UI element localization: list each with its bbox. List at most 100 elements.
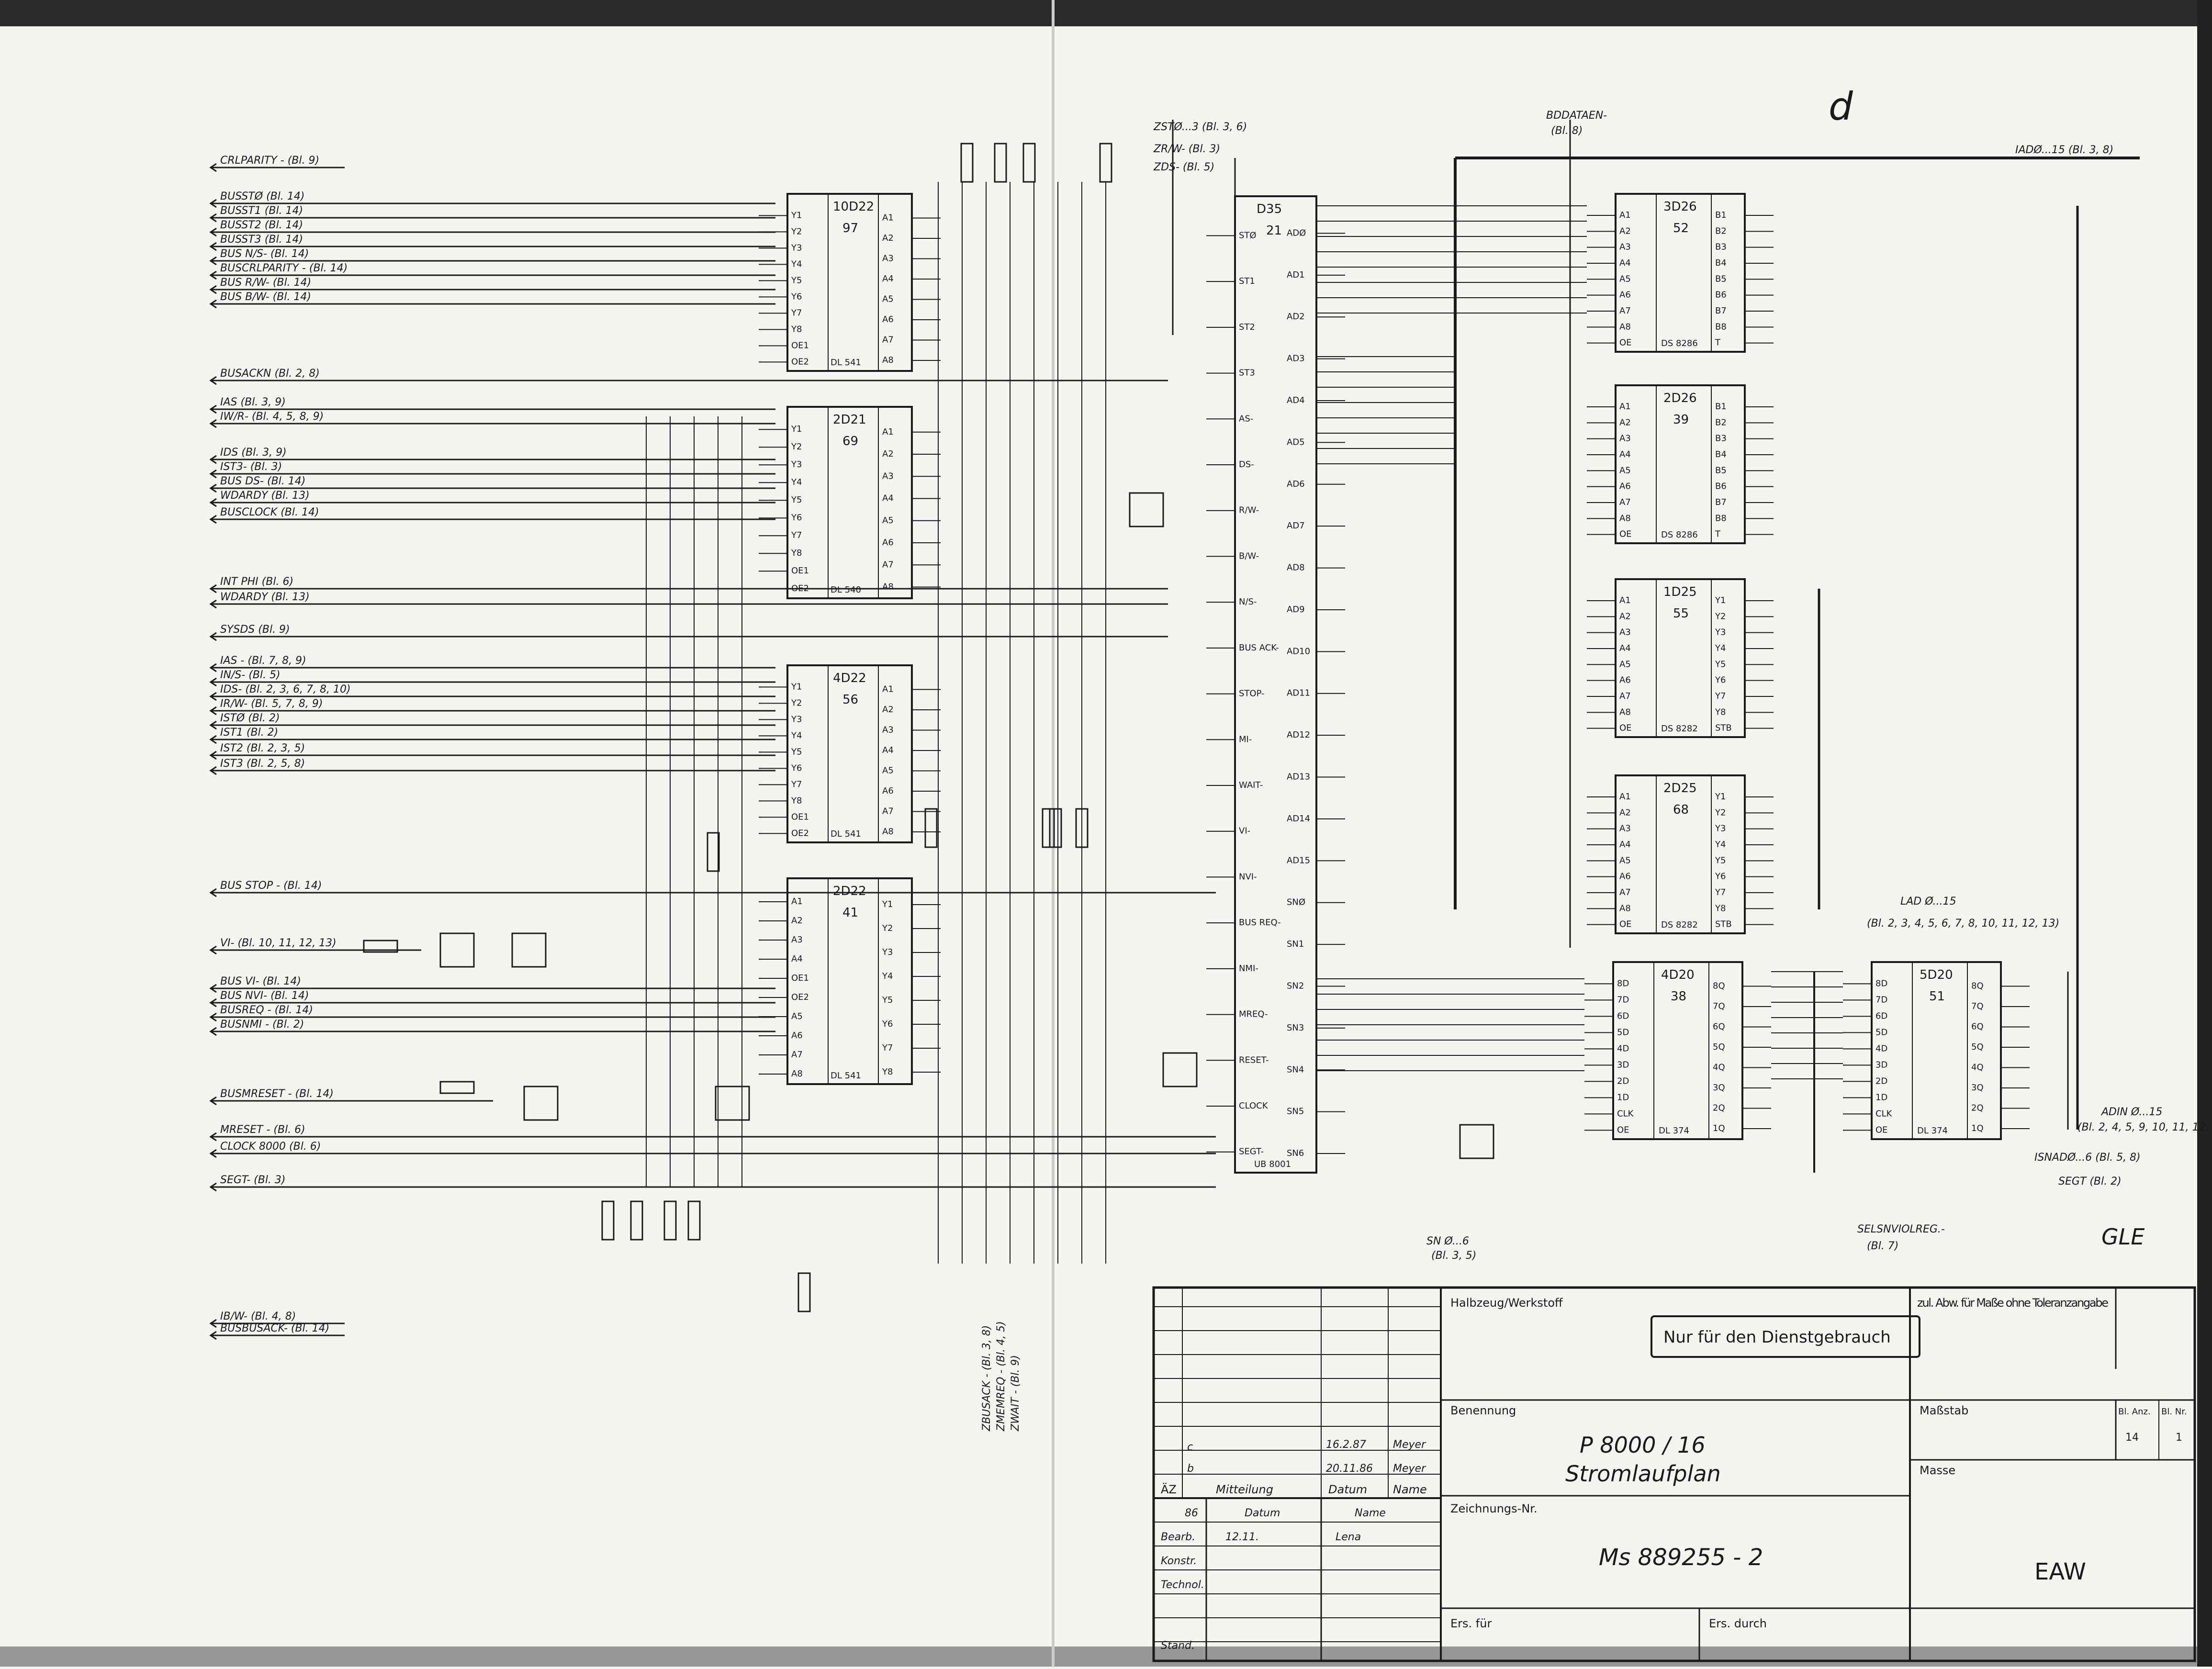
signal-label: BUS NVI- (Bl. 14) — [220, 990, 309, 1002]
pin-label: A6 — [1619, 290, 1631, 300]
signal-3: BUSST2 (Bl. 14) — [209, 219, 775, 237]
pin-label: OE1 — [791, 340, 809, 350]
pin-label: AD13 — [1287, 772, 1310, 782]
pin-label: 5D — [1875, 1027, 1887, 1037]
pin-label: Y6 — [1715, 675, 1726, 685]
pin-label: AD8 — [1287, 563, 1305, 573]
pin-label: A7 — [1619, 887, 1631, 897]
chip-id: D35 — [1257, 202, 1282, 216]
signal-10: IAS (Bl. 3, 9) — [209, 396, 775, 414]
pin-label: Y8 — [1715, 707, 1726, 717]
bus-label-zst: ZSTØ...3 (Bl. 3, 6) — [1153, 121, 1247, 133]
pin-label: A6 — [882, 786, 894, 796]
pin-label: Y2 — [791, 442, 802, 452]
signal-9: BUSACKN (Bl. 2, 8) — [209, 368, 1168, 385]
resistor-icon — [994, 143, 1007, 183]
pin-label: ADØ — [1287, 228, 1306, 238]
chip-number: 69 — [842, 434, 858, 448]
signal-label: BUSMRESET - (Bl. 14) — [220, 1088, 334, 1100]
pin-label: B7 — [1715, 306, 1727, 316]
pin-label: Y5 — [791, 275, 802, 285]
tb-massstab: Maßstab — [1920, 1404, 1968, 1417]
pin-label: BUS ACK- — [1239, 643, 1279, 653]
resistor-icon — [1022, 143, 1036, 183]
pin-label: NVI- — [1239, 872, 1257, 882]
arrow-icon — [209, 199, 217, 208]
signal-label: CLOCK 8000 (Bl. 6) — [220, 1141, 321, 1153]
tb-bearb-name: Lena — [1336, 1531, 1361, 1543]
signal-label: WDARDY (Bl. 13) — [220, 591, 310, 603]
pin-label: 1D — [1875, 1092, 1887, 1102]
chip-number: 55 — [1673, 606, 1689, 621]
pin-label: A5 — [1619, 659, 1631, 669]
arrow-icon — [209, 1027, 217, 1036]
pin-label: MREQ- — [1239, 1009, 1268, 1019]
signal-32: BUSREQ - (Bl. 14) — [209, 1004, 775, 1022]
resistor-icon — [630, 1200, 643, 1241]
signal-17: INT PHI (Bl. 6) — [209, 576, 1168, 594]
pin-label: A7 — [1619, 691, 1631, 701]
chip-type: DL 540 — [831, 585, 861, 595]
pin-label: Y5 — [882, 995, 893, 1005]
pin-label: 8D — [1617, 978, 1629, 988]
tb-title2: Stromlaufplan — [1565, 1461, 1721, 1487]
pin-label: A8 — [1619, 707, 1631, 717]
signal-label: SEGT- (Bl. 3) — [220, 1174, 286, 1186]
chip-number: 97 — [842, 221, 858, 235]
chip-id: 4D22 — [833, 671, 866, 685]
bus-label-lad: LAD Ø...15 — [1900, 896, 1956, 907]
pin-label: A4 — [1619, 258, 1631, 268]
pin-label: 2D — [1875, 1076, 1887, 1086]
arrow-icon — [209, 270, 217, 280]
signal-16: BUSCLOCK (Bl. 14) — [209, 506, 775, 524]
chip-id: 10D22 — [833, 200, 874, 214]
pin-label: A3 — [1619, 627, 1631, 638]
pin-label: 4Q — [1713, 1063, 1725, 1073]
arrow-icon — [209, 1012, 217, 1022]
chip-body — [786, 193, 913, 372]
pin-label: 4D — [1875, 1043, 1887, 1053]
logic-gate-icon — [1459, 1124, 1494, 1159]
pin-label: B8 — [1715, 513, 1727, 523]
pin-label: A6 — [1619, 872, 1631, 882]
pin-label: A8 — [1619, 903, 1631, 913]
chip-body — [1615, 578, 1746, 738]
signal-label: BUS N/S- (Bl. 14) — [220, 248, 309, 260]
bus-label-iad: IADØ...15 (Bl. 3, 8) — [2015, 144, 2113, 156]
chip-id: 1D25 — [1663, 585, 1697, 599]
chip-id: 3D26 — [1663, 200, 1697, 214]
tb-bl-anz: Bl. Anz. — [2118, 1407, 2151, 1417]
pin-label: CLK — [1617, 1109, 1634, 1119]
chip-type: UB 8001 — [1254, 1159, 1291, 1169]
signal-label: IST1 (Bl. 2) — [220, 727, 278, 739]
pin-label: AD2 — [1287, 312, 1305, 322]
bus-label-zds: ZDS- (Bl. 5) — [1153, 161, 1214, 173]
pin-label: A5 — [882, 515, 894, 526]
pin-label: A4 — [1619, 840, 1631, 850]
pin-label: 6Q — [1713, 1022, 1725, 1032]
pin-label: Y8 — [791, 548, 802, 558]
pin-label: B5 — [1715, 465, 1727, 475]
pin-label: R/W- — [1239, 505, 1259, 515]
pin-label: Y7 — [882, 1043, 893, 1053]
signal-label: IW/R- (Bl. 4, 5, 8, 9) — [220, 411, 324, 423]
chip-id: 2D22 — [833, 884, 866, 898]
arrow-icon — [209, 984, 217, 993]
signal-22: IDS- (Bl. 2, 3, 6, 7, 8, 10) — [209, 683, 775, 701]
tb-mitteilung: Mitteilung — [1216, 1483, 1273, 1496]
signal-25: IST1 (Bl. 2) — [209, 727, 775, 744]
wire-group — [363, 120, 2140, 1312]
bus-label-zbusack: ZBUSACK - (Bl. 3, 8) — [981, 1325, 993, 1432]
pin-label: OE2 — [791, 357, 809, 367]
pin-label: AD15 — [1287, 855, 1310, 865]
chip-body — [1615, 193, 1746, 353]
tb-name-col: Name — [1393, 1483, 1427, 1496]
chip-body — [1234, 195, 1317, 1174]
signal-20: IAS - (Bl. 7, 8, 9) — [209, 655, 775, 672]
chip-id: 2D25 — [1663, 781, 1697, 795]
tb-ers-fuer: Ers. für — [1450, 1617, 1492, 1630]
